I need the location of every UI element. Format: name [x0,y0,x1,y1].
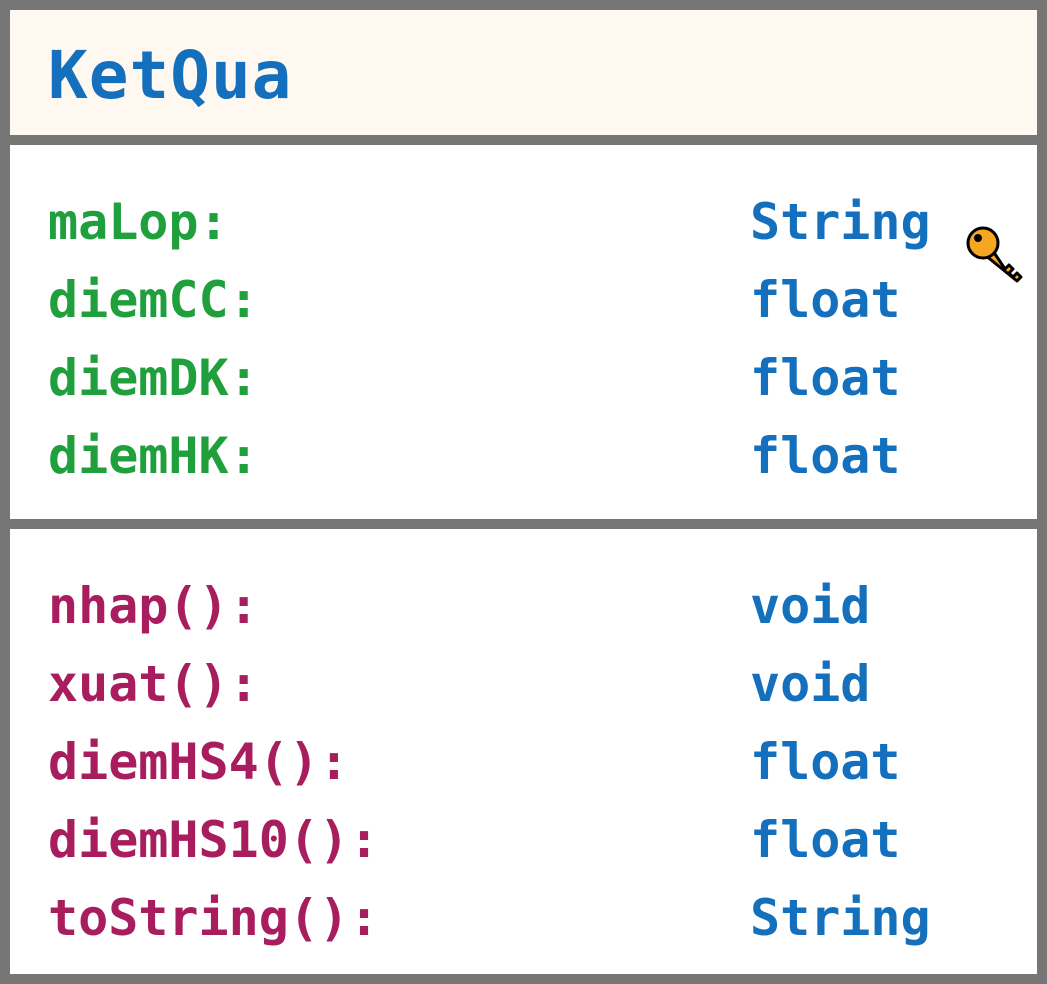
method-row: toString(): String [10,879,1037,957]
attribute-type: float [750,349,901,407]
attribute-type: String [750,193,931,251]
attribute-row: maLop: String [10,183,1037,283]
method-return-type: void [750,655,871,713]
class-header: KetQua [10,10,1037,135]
attribute-name: diemDK: [48,349,259,407]
attribute-type: float [750,427,901,485]
attribute-name: maLop: [48,193,229,251]
method-row: xuat(): void [10,645,1037,723]
attribute-row: diemDK: float [10,339,1037,417]
attribute-name: diemCC: [48,271,259,329]
method-return-type: float [750,733,901,791]
attribute-row: diemHK: float [10,417,1037,495]
method-return-type: String [750,889,931,947]
method-name: diemHS10(): [48,811,380,869]
attribute-type: float [750,271,901,329]
method-return-type: void [750,577,871,635]
attributes-section: maLop: String diemCC: float diemDK: floa… [10,145,1037,519]
attribute-name: diemHK: [48,427,259,485]
method-row: diemHS10(): float [10,801,1037,879]
method-name: diemHS4(): [48,733,350,791]
method-name: xuat(): [48,655,259,713]
method-name: nhap(): [48,577,259,635]
method-row: diemHS4(): float [10,723,1037,801]
methods-section: nhap(): void xuat(): void diemHS4(): flo… [10,529,1037,974]
method-name: toString(): [48,889,380,947]
key-icon [965,225,1025,285]
class-name: KetQua [48,37,293,114]
method-return-type: float [750,811,901,869]
attribute-row: diemCC: float [10,261,1037,339]
method-row: nhap(): void [10,567,1037,645]
